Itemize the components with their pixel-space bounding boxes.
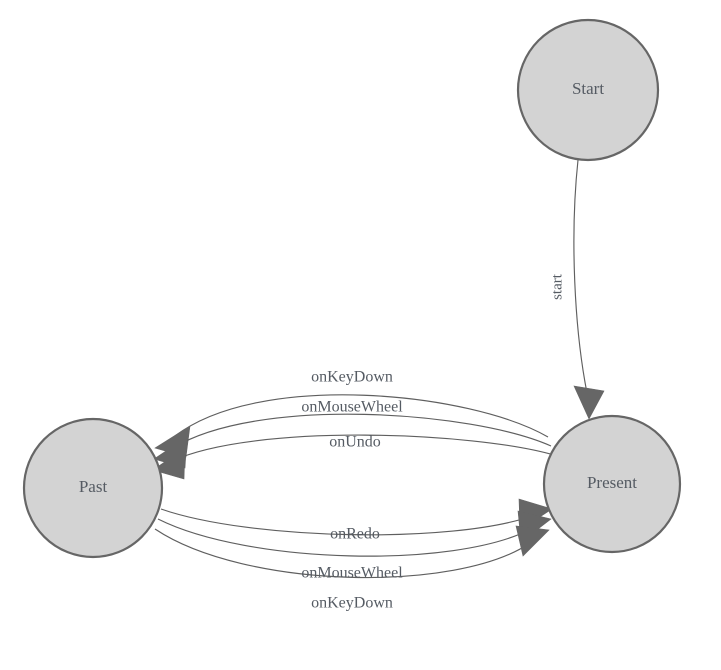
node-past-circle	[22, 417, 164, 559]
node-past-label: Past	[79, 477, 108, 496]
arrowhead-past-to-present-onkeydown	[515, 525, 550, 557]
node-present-label: Present	[587, 473, 637, 492]
node-present[interactable]: Present	[542, 414, 682, 554]
arrowhead-start-to-present	[573, 385, 605, 420]
node-present-circle	[542, 414, 682, 554]
edge-present-to-past-onmousewheel-path	[172, 413, 552, 449]
edge-past-to-present-onmousewheel-path	[157, 518, 532, 557]
edge-past-to-present-onredo-path	[160, 508, 533, 536]
edges-layer	[152, 159, 605, 579]
edge-past-to-present-onkeydown[interactable]	[154, 525, 550, 579]
node-past[interactable]: Past	[22, 417, 164, 559]
edge-label-past-to-present-onmousewheel: onMouseWheel	[301, 565, 403, 582]
edge-label-present-to-past-onkeydown: onKeyDown	[311, 369, 393, 386]
edge-start-to-present[interactable]	[573, 159, 605, 420]
edge-present-to-past-onkeydown-path	[174, 394, 549, 438]
edge-label-past-to-present-onkeydown: onKeyDown	[311, 595, 393, 612]
edge-label-past-to-present-onredo: onRedo	[330, 526, 380, 543]
edge-labels-layer: start onKeyDown onMouseWheel onUndo onRe…	[301, 273, 565, 611]
node-start-circle	[516, 18, 660, 162]
edge-label-present-to-past-onmousewheel: onMouseWheel	[301, 399, 403, 416]
nodes-layer: Start Past Present	[22, 18, 682, 559]
node-start[interactable]: Start	[516, 18, 660, 162]
edge-label-start: start	[549, 273, 565, 300]
edge-start-to-present-path	[573, 159, 589, 399]
edge-label-present-to-past-onundo: onUndo	[329, 434, 381, 451]
edge-present-to-past-onundo-path	[171, 434, 555, 462]
edge-past-to-present-onkeydown-path	[154, 528, 531, 579]
node-start-label: Start	[572, 79, 604, 98]
